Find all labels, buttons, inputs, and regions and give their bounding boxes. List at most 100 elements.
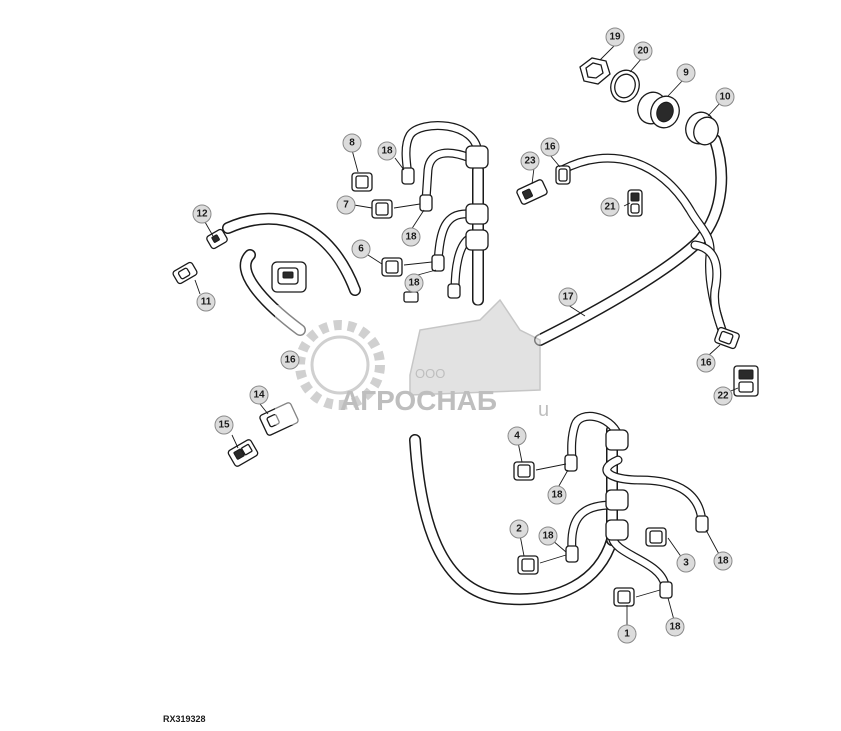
callout-2: 2	[509, 519, 529, 539]
callout-number: 17	[562, 292, 574, 303]
callout-circle	[509, 519, 529, 539]
callout-18: 18	[547, 485, 567, 505]
diagram-reference-code: RX319328	[163, 714, 206, 724]
callout-circle	[351, 239, 371, 259]
callout-number: 12	[196, 209, 208, 220]
callout-number: 20	[637, 46, 649, 57]
callout-circle	[676, 553, 696, 573]
callout-4: 4	[507, 426, 527, 446]
callout-circle	[713, 386, 733, 406]
callout-21: 21	[600, 197, 620, 217]
callout-number: 19	[609, 32, 621, 43]
connector-1	[613, 587, 635, 607]
callout-number: 6	[358, 244, 364, 255]
harness-junction-sleeves	[465, 145, 629, 541]
callout-17: 17	[558, 287, 578, 307]
connector-15	[227, 439, 259, 467]
callout-number: 10	[719, 92, 731, 103]
callout-circle	[404, 273, 424, 293]
connector-23	[516, 179, 548, 205]
callout-circle	[547, 485, 567, 505]
callout-number: 18	[405, 232, 417, 243]
callout-number: 9	[683, 68, 689, 79]
callout-circle	[713, 551, 733, 571]
connector-22	[733, 365, 759, 397]
connector-21	[627, 189, 643, 217]
callout-circle	[676, 63, 696, 83]
callout-18: 18	[377, 141, 397, 161]
callout-16: 16	[696, 353, 716, 373]
callout-circle	[696, 353, 716, 373]
callout-18: 18	[401, 227, 421, 247]
callout-12: 12	[192, 204, 212, 224]
round-connector-10	[685, 111, 719, 146]
connector-14	[259, 402, 299, 436]
callout-circle	[507, 426, 527, 446]
callout-6: 6	[351, 239, 371, 259]
callout-circle	[665, 617, 685, 637]
callout-circle	[538, 526, 558, 546]
callout-circle	[605, 27, 625, 47]
callout-number: 4	[514, 431, 520, 442]
callout-number: 2	[516, 524, 522, 535]
watermark-prefix: ООО	[415, 366, 445, 381]
connector-4	[513, 461, 535, 481]
connector-16-right	[714, 326, 740, 350]
callout-8: 8	[342, 133, 362, 153]
callout-22: 22	[713, 386, 733, 406]
callout-number: 11	[201, 297, 212, 308]
callout-number: 7	[343, 200, 349, 211]
callout-number: 18	[551, 490, 563, 501]
callout-circle	[401, 227, 421, 247]
o-ring-20	[610, 69, 640, 103]
callout-23: 23	[520, 151, 540, 171]
callout-circle	[214, 415, 234, 435]
connector-2	[517, 555, 539, 575]
callout-19: 19	[605, 27, 625, 47]
connector-6	[381, 257, 403, 277]
callout-14: 14	[249, 385, 269, 405]
nut-19	[579, 57, 611, 85]
callout-circle	[617, 624, 637, 644]
callout-number: 16	[700, 358, 712, 369]
callout-number: 15	[218, 420, 230, 431]
watermark: ООО АГРОСНАБ u	[275, 298, 549, 425]
leader-lines	[194, 45, 739, 628]
callout-3: 3	[676, 553, 696, 573]
callout-7: 7	[336, 195, 356, 215]
callout-circle	[377, 141, 397, 161]
connector-3	[645, 527, 667, 547]
callout-number: 21	[604, 202, 616, 213]
callout-20: 20	[633, 41, 653, 61]
callout-circle	[192, 204, 212, 224]
callout-circle	[280, 350, 300, 370]
callout-number: 22	[717, 391, 729, 402]
connector-8	[351, 172, 373, 192]
callout-18: 18	[538, 526, 558, 546]
callout-number: 16	[284, 355, 296, 366]
callout-16: 16	[540, 137, 560, 157]
callout-1: 1	[617, 624, 637, 644]
callout-labels: 8187186181211161415231621171622192091041…	[192, 27, 735, 644]
callout-circle	[540, 137, 560, 157]
callout-circle	[520, 151, 540, 171]
callout-9: 9	[676, 63, 696, 83]
watermark-name: АГРОСНАБ	[340, 385, 497, 416]
callout-number: 3	[683, 558, 689, 569]
connector-11	[172, 261, 198, 285]
callout-circle	[196, 292, 216, 312]
callout-number: 1	[624, 629, 630, 640]
callout-number: 18	[381, 146, 393, 157]
callout-number: 16	[544, 142, 556, 153]
callout-10: 10	[715, 87, 735, 107]
connector-16-top	[555, 165, 571, 185]
callout-18: 18	[665, 617, 685, 637]
callout-number: 14	[253, 390, 265, 401]
callout-16: 16	[280, 350, 300, 370]
connector-large	[271, 261, 307, 293]
callout-circle	[336, 195, 356, 215]
callout-circle	[558, 287, 578, 307]
callout-number: 18	[669, 622, 681, 633]
callout-circle	[600, 197, 620, 217]
